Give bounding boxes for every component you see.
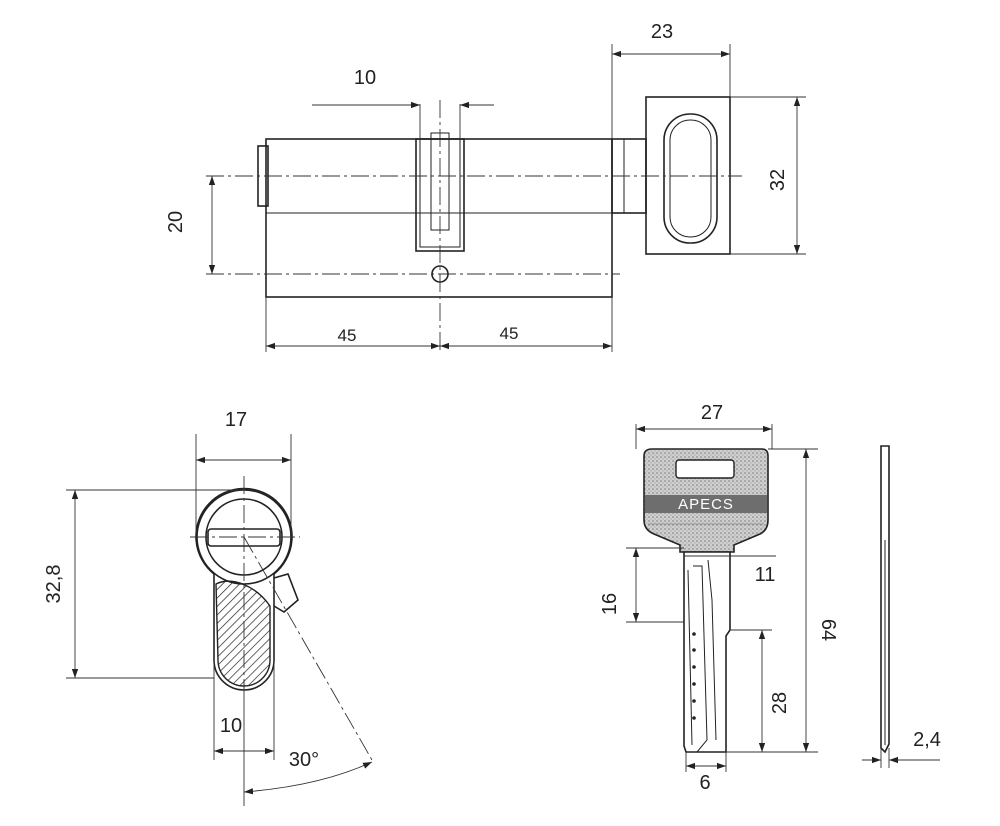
dim-key-shoulder: 16 — [599, 593, 621, 615]
key-side-view: 2,4 — [862, 445, 941, 768]
dim-front-bottom-width: 10 — [220, 715, 242, 737]
dim-key-total-length: 64 — [817, 619, 839, 641]
cam-lever — [273, 573, 299, 613]
dim-left-length: 45 — [338, 326, 357, 345]
cylinder-side-view: 10 23 32 20 45 45 — [165, 21, 806, 352]
dim-right-length: 45 — [500, 324, 519, 343]
dim-key-head-width: 27 — [701, 402, 723, 424]
brand-band — [645, 495, 767, 513]
key-view: APECS 27 64 16 11 — [599, 402, 839, 794]
dim-key-blade-width: 11 — [755, 564, 776, 586]
dim-front-width: 17 — [225, 409, 247, 431]
dim-key-blade-length: 28 — [769, 692, 791, 714]
dim-key-tip-width: 6 — [699, 772, 710, 794]
key-brand-logo: APECS — [678, 496, 734, 513]
cylinder-front-view: 17 32,8 10 30° — [43, 409, 373, 806]
blade-dimples — [692, 632, 696, 720]
dim-knob-width: 23 — [651, 21, 673, 43]
thumb-turn-grip — [663, 113, 718, 244]
dim-axis-offset: 20 — [165, 211, 187, 233]
key-blade — [683, 551, 731, 753]
thumb-turn-knob — [645, 96, 731, 255]
dim-knob-height: 32 — [767, 169, 789, 191]
section-hatch — [215, 580, 271, 687]
cylinder-body — [265, 138, 613, 298]
cylinder-profile — [195, 487, 293, 691]
dim-rotation-angle: 30° — [289, 749, 319, 771]
dim-front-height: 32,8 — [43, 565, 65, 604]
dim-cam-width: 10 — [354, 67, 376, 89]
key-ring-hole — [675, 459, 735, 479]
dim-key-thickness: 2,4 — [913, 729, 941, 751]
